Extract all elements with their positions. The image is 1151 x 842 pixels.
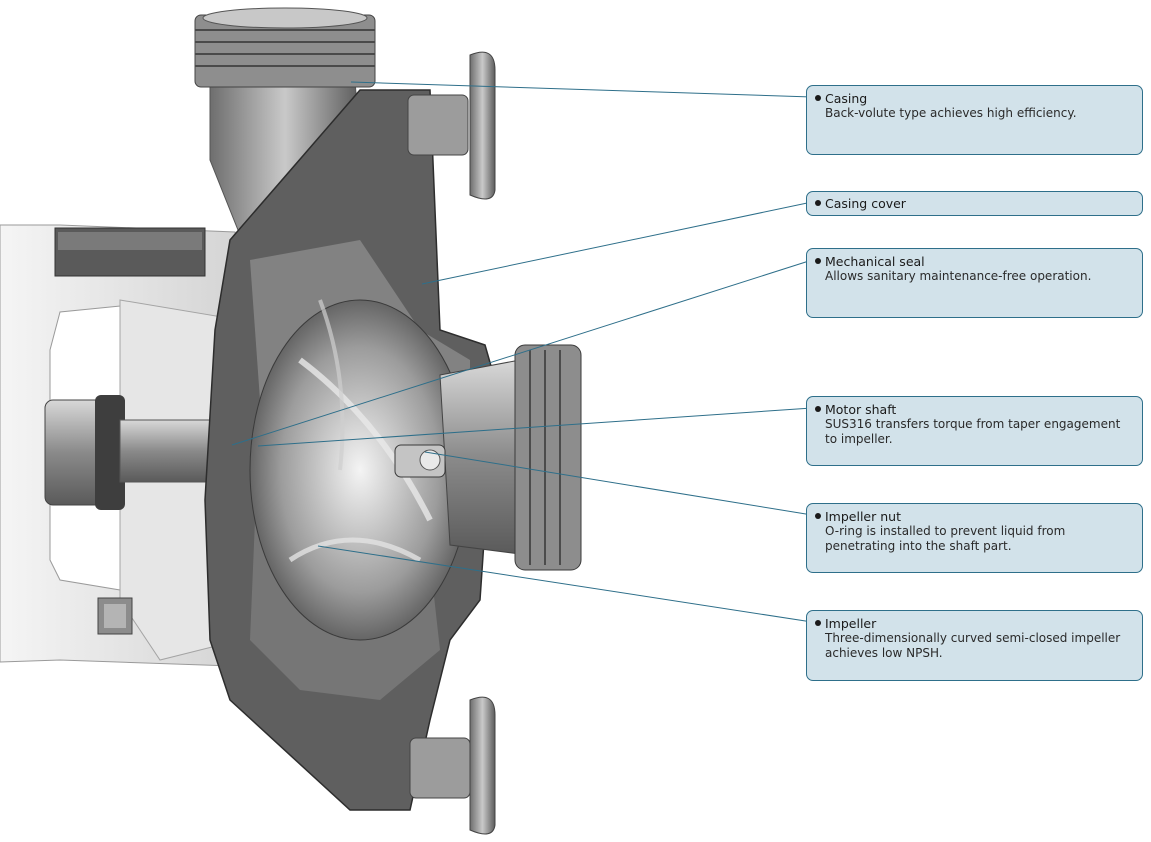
bullet-icon [815, 200, 821, 206]
callout-title-text: Motor shaft [825, 402, 897, 417]
callout-description: Three-dimensionally curved semi-closed i… [825, 631, 1121, 660]
bolt [97, 597, 133, 635]
bullet-icon [815, 95, 821, 101]
leader-line-casing [350, 81, 813, 98]
leader-line-impeller-nut [424, 451, 813, 516]
callout-title: Mechanical seal [815, 254, 1136, 269]
leader-line-impeller [317, 545, 813, 623]
callout-title-text: Casing cover [825, 196, 906, 211]
callout-title-text: Impeller nut [825, 509, 901, 524]
bullet-icon [815, 258, 821, 264]
callout-impeller-nut: Impeller nut O-ring is installed to prev… [806, 503, 1143, 573]
callout-impeller: Impeller Three-dimensionally curved semi… [806, 610, 1143, 681]
leader-line-mechanical-seal [231, 259, 813, 446]
bullet-icon [815, 513, 821, 519]
leader-lines [231, 81, 813, 623]
callout-mechanical-seal: Mechanical seal Allows sanitary maintena… [806, 248, 1143, 318]
callout-description: Back-volute type achieves high efficienc… [825, 106, 1077, 120]
leader-line-motor-shaft [257, 407, 813, 447]
callout-title: Impeller nut [815, 509, 1136, 524]
bullet-icon [815, 406, 821, 412]
leader-line-casing-cover [421, 201, 813, 285]
callout-title-text: Casing [825, 91, 868, 106]
callout-title: Impeller [815, 616, 1136, 631]
callout-title-text: Mechanical seal [825, 254, 925, 269]
callout-title-text: Impeller [825, 616, 877, 631]
inlet-nozzle [439, 344, 582, 571]
callout-motor-shaft: Motor shaft SUS316 transfers torque from… [806, 396, 1143, 466]
clamp-handle-bottom [409, 696, 496, 835]
callout-title: Casing cover [815, 196, 1136, 211]
clamp-handle-top [407, 51, 496, 200]
callout-description: O-ring is installed to prevent liquid fr… [825, 524, 1066, 553]
callout-casing: Casing Back-volute type achieves high ef… [806, 85, 1143, 155]
impeller-illustration [249, 299, 471, 641]
callout-description: SUS316 transfers torque from taper engag… [825, 417, 1121, 446]
callout-casing-cover: Casing cover [806, 191, 1143, 216]
callout-title: Motor shaft [815, 402, 1136, 417]
callout-description: Allows sanitary maintenance-free operati… [825, 269, 1092, 283]
callout-title: Casing [815, 91, 1136, 106]
impeller-nut-illustration [394, 444, 446, 478]
bullet-icon [815, 620, 821, 626]
